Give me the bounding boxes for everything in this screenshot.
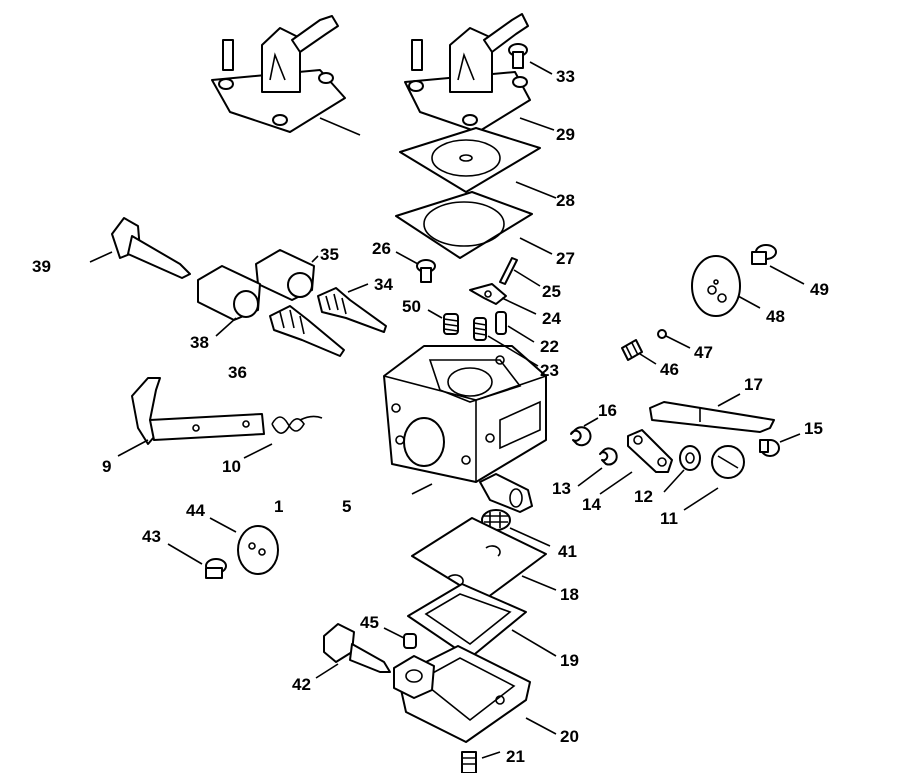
- part-22-needle: [495, 311, 507, 335]
- callout-34: 34: [374, 275, 393, 294]
- part-12-washer: [679, 445, 701, 471]
- callout-50: 50: [402, 297, 421, 316]
- callout-26: 26: [372, 239, 391, 258]
- part-41-screen: [481, 509, 511, 531]
- callout-39: 39: [32, 257, 51, 276]
- part-11-screw: [711, 445, 745, 479]
- fuel-elbow-connector: [393, 655, 435, 699]
- callout-10: 10: [222, 457, 241, 476]
- part-27-gasket: [395, 191, 533, 259]
- part-14-lever: [627, 429, 673, 473]
- callout-38: 38: [190, 333, 209, 352]
- part-1-carburetor-body: [383, 345, 547, 513]
- part-33-screw: [508, 43, 528, 69]
- callout-41: 41: [558, 542, 577, 561]
- part-19-gasket: [407, 583, 527, 659]
- part-23-spring: [473, 317, 487, 341]
- part-43-screw: [205, 558, 227, 579]
- callout-36: 36: [228, 363, 247, 382]
- part-38-limiter-cap: [197, 265, 261, 321]
- part-44-plate: [237, 525, 279, 575]
- callout-46: 46: [660, 360, 679, 379]
- callout-19: 19: [560, 651, 579, 670]
- callout-20: 20: [560, 727, 579, 746]
- leader-lines: [89, 61, 805, 759]
- part-47-ball: [657, 329, 667, 339]
- part-10-spring: [271, 415, 323, 434]
- callout-13: 13: [552, 479, 571, 498]
- callout-49: 49: [810, 280, 829, 299]
- callout-33: 33: [556, 67, 575, 86]
- part-15-screw: [759, 439, 780, 457]
- part-46-spring: [621, 339, 643, 361]
- callout-42: 42: [292, 675, 311, 694]
- callout-15: 15: [804, 419, 823, 438]
- callout-9: 9: [102, 457, 111, 476]
- part-45-plug: [403, 633, 417, 649]
- callout-23: 23: [540, 361, 559, 380]
- callout-35: 35: [320, 245, 339, 264]
- part-48-plate: [691, 255, 741, 317]
- callout-45: 45: [360, 613, 379, 632]
- callout-17: 17: [744, 375, 763, 394]
- part-16-clip: [570, 426, 592, 447]
- callout-14: 14: [582, 495, 601, 514]
- callout-27: 27: [556, 249, 575, 268]
- part-50-spring: [443, 313, 459, 335]
- part-42-adjusting-screw: [323, 623, 391, 673]
- part-39-adjusting-screw: [111, 217, 191, 279]
- part-9-throttle-shaft: [131, 377, 265, 445]
- callout-11: 11: [660, 509, 678, 528]
- callout-48: 48: [766, 307, 785, 326]
- callout-47: 47: [694, 343, 713, 362]
- callout-24: 24: [542, 309, 561, 328]
- part-36-adjusting-screw: [269, 305, 345, 357]
- part-18-diaphragm: [411, 517, 547, 601]
- callout-5: 5: [342, 497, 351, 516]
- callout-18: 18: [560, 585, 579, 604]
- part-26-screw: [416, 259, 436, 283]
- part-28-diaphragm: [399, 127, 541, 193]
- callout-43: 43: [142, 527, 161, 546]
- callout-12: 12: [634, 487, 653, 506]
- cover-assembly-left: [211, 15, 361, 136]
- part-29-cover: [404, 13, 531, 133]
- part-24-lever: [469, 283, 507, 305]
- callout-labels: 33 29 28 27 26 25 24 22 23 50 35 34 39 3…: [32, 67, 829, 766]
- callout-21: 21: [506, 747, 525, 766]
- part-21-screw: [461, 751, 477, 773]
- part-35-limiter-cap: [255, 249, 315, 301]
- callout-16: 16: [598, 401, 617, 420]
- callout-28: 28: [556, 191, 575, 210]
- callout-1: 1: [274, 497, 283, 516]
- callout-44: 44: [186, 501, 205, 520]
- part-49-screw: [751, 244, 777, 265]
- callout-22: 22: [540, 337, 559, 356]
- part-13-clip: [599, 447, 618, 466]
- part-25-pin: [499, 257, 518, 285]
- callout-29: 29: [556, 125, 575, 144]
- callout-25: 25: [542, 282, 561, 301]
- part-17-shaft: [649, 401, 775, 433]
- part-34-adjusting-screw: [317, 287, 387, 333]
